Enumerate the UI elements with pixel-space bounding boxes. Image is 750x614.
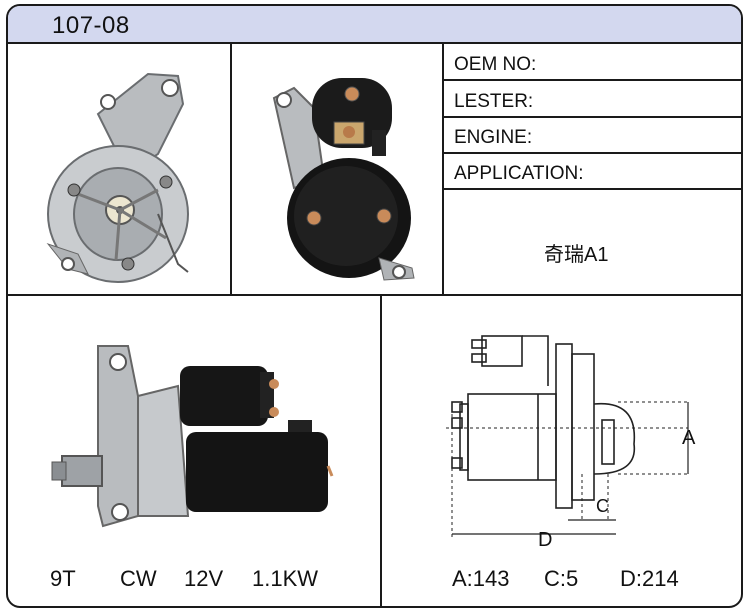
starter-back-photo [272,78,415,281]
product-sheet: 107-08 O [6,4,743,608]
divider [442,116,741,118]
starter-side-photo [51,345,334,528]
starter-dimension-drawing: A C D [446,335,696,546]
dim-d-marker: D [538,529,552,546]
rotation-label: CW [120,566,157,591]
divider [442,79,741,81]
starter-front-photo [46,72,189,283]
voltage-label: 12V [184,566,224,591]
oem-label: OEM NO: [454,54,537,75]
power-label: 1.1KW [252,566,319,591]
divider [442,152,741,154]
lester-label: LESTER: [454,91,534,112]
dim-a-marker: A [682,427,696,449]
application-label: APPLICATION: [454,163,584,184]
header-bar: 107-08 [8,6,741,44]
divider [230,44,232,296]
application-value: 奇瑞A1 [544,244,609,266]
dimension-a-value: A:143 [452,566,510,591]
part-number-title: 107-08 [52,12,130,39]
teeth-label: 9T [50,566,76,591]
dimension-d-value: D:214 [620,566,679,591]
divider [442,44,444,296]
divider [442,188,741,190]
divider [8,294,741,296]
dimension-c-value: C:5 [544,566,579,591]
dim-c-marker: C [596,496,609,516]
divider [380,294,382,606]
engine-label: ENGINE: [454,127,533,148]
